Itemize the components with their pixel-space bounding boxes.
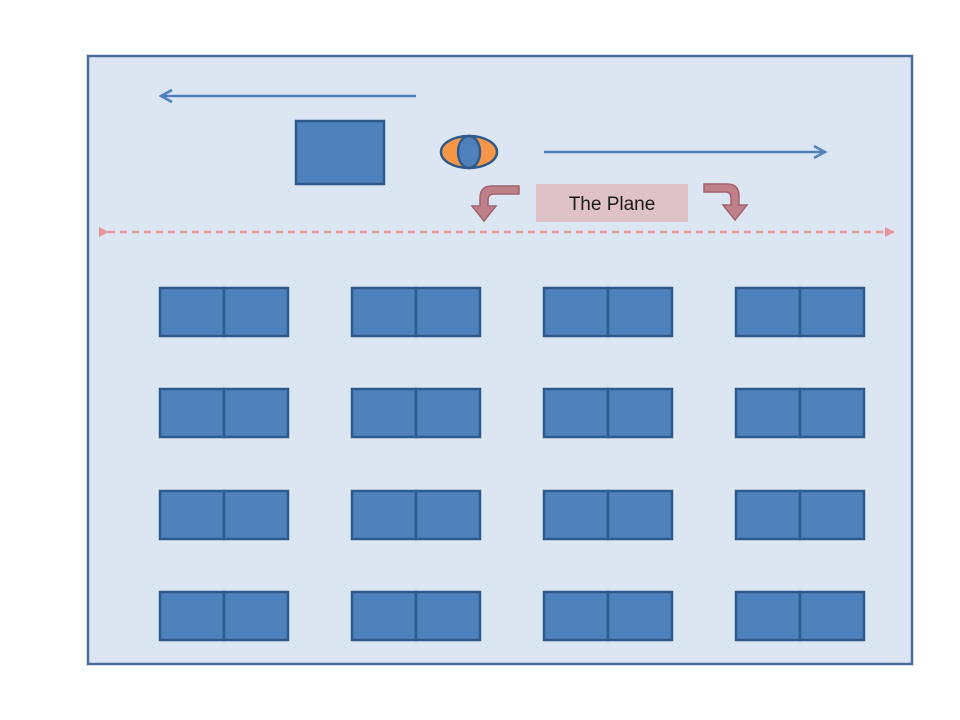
student-seat (350, 489, 418, 541)
student-desk (158, 590, 290, 642)
student-seat (606, 387, 674, 439)
student-seat (414, 286, 482, 338)
student-seat (222, 590, 290, 642)
student-seat (734, 590, 802, 642)
student-desk (350, 489, 482, 541)
student-seat (350, 590, 418, 642)
student-desk (158, 489, 290, 541)
eye-icon (439, 134, 499, 170)
student-desk (542, 489, 674, 541)
student-seat (606, 286, 674, 338)
student-seat (734, 286, 802, 338)
curved-arrow-right-icon (703, 183, 749, 222)
student-seat (158, 590, 226, 642)
student-desk (542, 590, 674, 642)
student-seat (606, 489, 674, 541)
student-seat (542, 489, 610, 541)
student-desk (542, 286, 674, 338)
student-seat (414, 489, 482, 541)
student-seat (158, 387, 226, 439)
student-seat (798, 489, 866, 541)
student-seat (798, 387, 866, 439)
student-seat (542, 590, 610, 642)
plane-label: The Plane (536, 184, 688, 222)
plane-label-text: The Plane (569, 194, 656, 215)
student-seat (158, 489, 226, 541)
student-desk (158, 286, 290, 338)
student-seat (542, 387, 610, 439)
student-seat (414, 387, 482, 439)
student-seat (222, 387, 290, 439)
student-seat (798, 286, 866, 338)
student-desk (542, 387, 674, 439)
student-seat (606, 590, 674, 642)
student-desk (734, 489, 866, 541)
teacher-desk (294, 119, 386, 186)
student-seat (222, 489, 290, 541)
student-seat (734, 489, 802, 541)
desk-grid (158, 286, 866, 642)
student-desk (734, 590, 866, 642)
room-frame (86, 54, 914, 666)
student-seat (222, 286, 290, 338)
student-seat (414, 590, 482, 642)
student-desk (734, 387, 866, 439)
student-seat (158, 286, 226, 338)
student-seat (542, 286, 610, 338)
student-desk (734, 286, 866, 338)
student-seat (350, 387, 418, 439)
student-seat (798, 590, 866, 642)
student-desk (350, 387, 482, 439)
student-seat (734, 387, 802, 439)
student-desk (350, 590, 482, 642)
curved-arrow-left-icon (470, 185, 520, 223)
student-desk (350, 286, 482, 338)
student-desk (158, 387, 290, 439)
student-seat (350, 286, 418, 338)
